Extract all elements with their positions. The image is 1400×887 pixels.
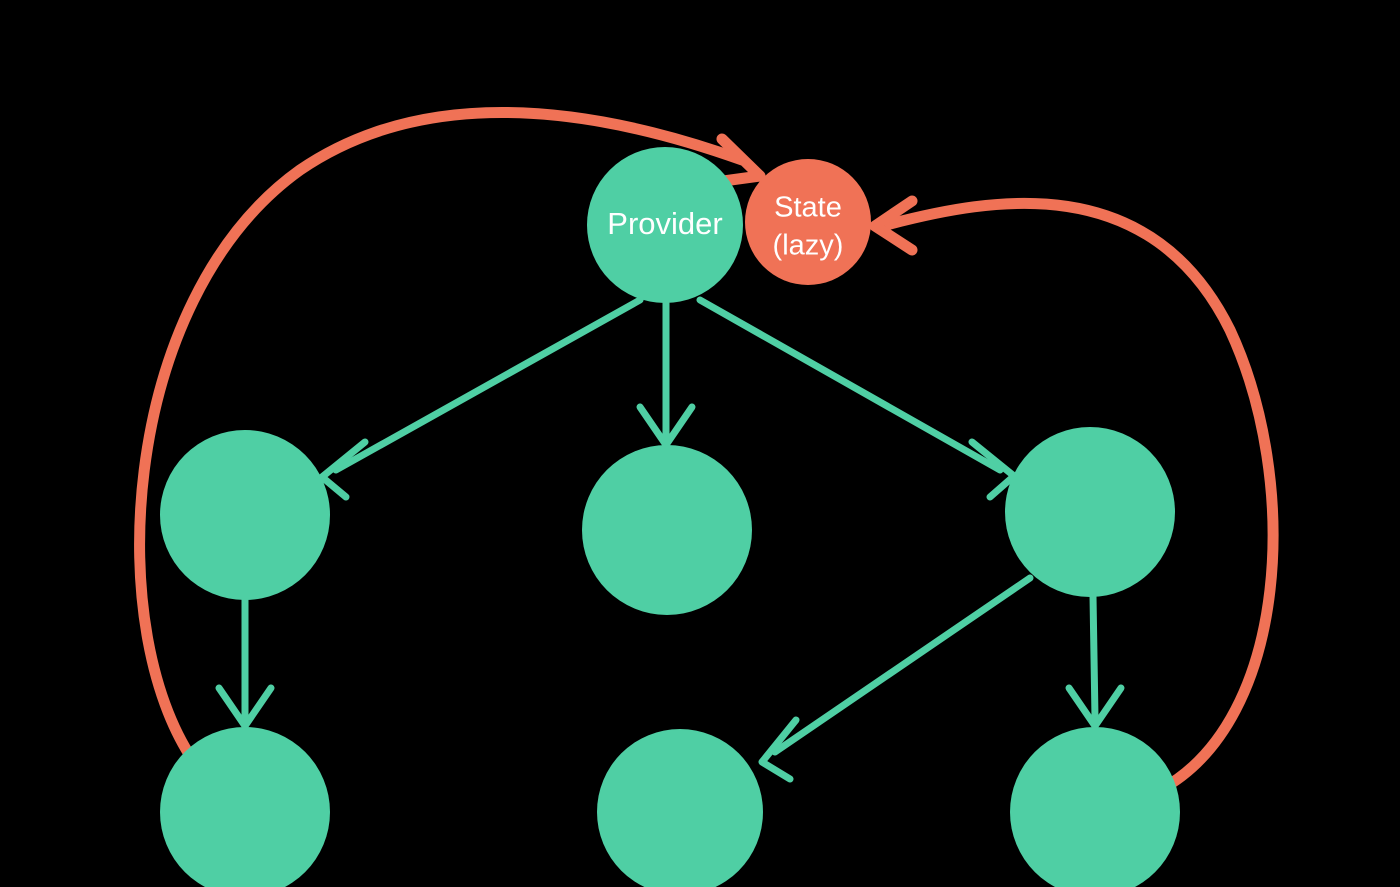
edge-provider-to-left [318, 296, 644, 501]
edge-bottom-left-to-state [134, 107, 766, 776]
edge-bottom-right-to-state [869, 195, 1279, 796]
node-bottom-left[interactable] [160, 727, 330, 887]
node-bottom-center[interactable] [597, 729, 763, 887]
node-center[interactable] [582, 445, 752, 615]
edge-right-to-bottom-right [1065, 592, 1125, 730]
edge-left-to-bottom-left [215, 594, 275, 730]
node-right[interactable] [1005, 427, 1175, 597]
node-bottom-right[interactable] [1010, 727, 1180, 887]
node-provider[interactable]: Provider [587, 147, 743, 303]
edge-provider-to-center [636, 299, 696, 449]
node-left[interactable] [160, 430, 330, 600]
edge-provider-to-right [696, 296, 1018, 501]
edge-right-to-bottom-center [758, 574, 1034, 783]
node-state[interactable]: State (lazy) [745, 159, 871, 285]
